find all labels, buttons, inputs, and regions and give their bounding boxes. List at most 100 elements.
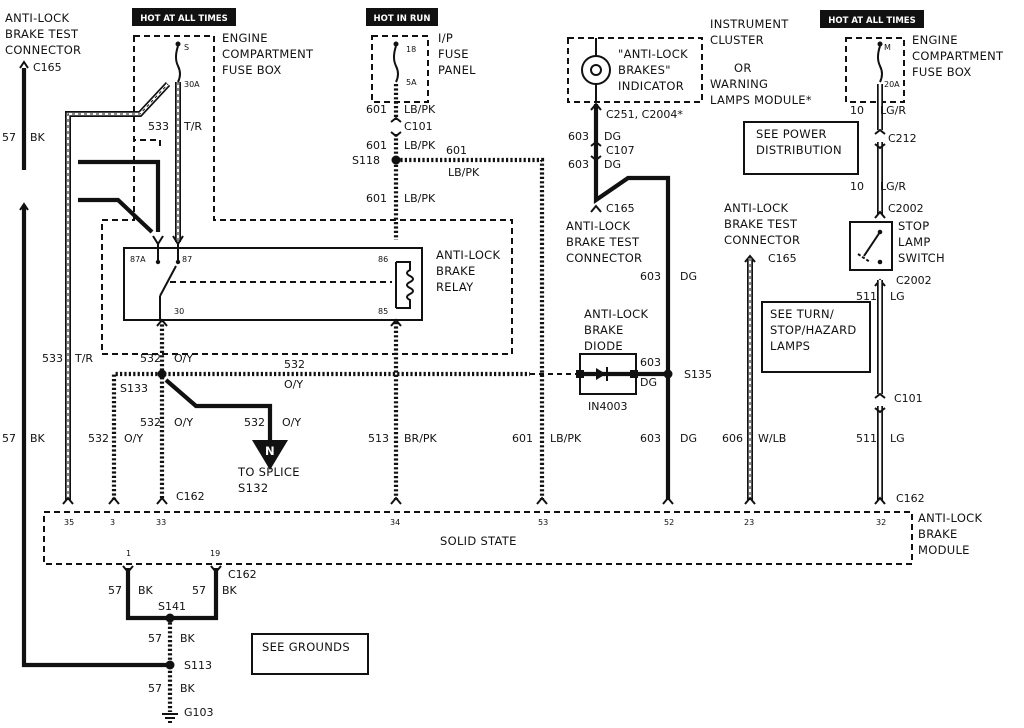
wire-label-511-lg-2: 511 LG (856, 432, 905, 445)
svg-text:BK: BK (30, 432, 46, 445)
svg-text:1: 1 (126, 549, 131, 558)
svg-text:LB/PK: LB/PK (404, 139, 436, 152)
c101-top-label: C101 (404, 120, 433, 133)
wire-label-57-bk-g3: 57 BK (148, 632, 196, 645)
svg-text:19: 19 (210, 549, 220, 558)
svg-text:INSTRUMENT: INSTRUMENT (710, 17, 789, 31)
wire-label-532-oy-5: 532 O/Y (88, 432, 143, 445)
svg-text:35: 35 (64, 518, 74, 527)
svg-text:33: 33 (156, 518, 166, 527)
svg-text:BRAKE TEST: BRAKE TEST (5, 27, 79, 41)
abs-diode-label: ANTI-LOCK BRAKE DIODE (584, 307, 649, 353)
stop-lamp-switch-label: STOP LAMP SWITCH (898, 219, 945, 265)
svg-text:SEE POWER: SEE POWER (756, 127, 827, 141)
wire-label-603-dg-5: 603 DG (640, 432, 697, 445)
header-hot-at-all-times-left: HOT AT ALL TIMES (132, 8, 236, 26)
header-hot-in-run: HOT IN RUN (366, 8, 438, 26)
wire-label-10-lgr-1: 10 LG/R (850, 104, 906, 117)
c165-mid-connector-icon (590, 204, 602, 213)
svg-text:20A: 20A (884, 80, 900, 89)
s113-splice-dot (165, 660, 175, 670)
svg-text:87: 87 (182, 255, 192, 264)
svg-text:LAMP: LAMP (898, 235, 931, 249)
svg-text:53: 53 (538, 518, 548, 527)
svg-text:BRAKE: BRAKE (918, 527, 958, 541)
svg-text:BK: BK (180, 632, 196, 645)
abs-indicator-label: "ANTI-LOCK BRAKES" INDICATOR (618, 47, 688, 93)
wire-label-57-bk-mid: 57 BK (2, 432, 46, 445)
wire-label-606-wlb: 606 W/LB (722, 432, 786, 445)
see-power-distribution-box[interactable] (743, 121, 859, 175)
wire-57-bk-to-s113 (21, 205, 168, 668)
c251-c2004-label: C251, C2004* (606, 108, 683, 121)
svg-text:ENGINE: ENGINE (912, 33, 958, 47)
svg-text:5A: 5A (406, 78, 417, 87)
c101-right-connector-icon (874, 392, 886, 414)
svg-text:FUSE: FUSE (438, 47, 469, 61)
abs-relay-box (123, 247, 423, 321)
svg-text:DISTRIBUTION: DISTRIBUTION (756, 143, 842, 157)
wire-label-57-bk-g4: 57 BK (148, 682, 196, 695)
abs-module-outline (43, 511, 913, 565)
svg-text:PANEL: PANEL (438, 63, 476, 77)
c2002-top-label: C2002 (888, 202, 924, 215)
relay-pin-30-connector-icon (156, 318, 168, 327)
svg-text:10: 10 (850, 180, 864, 193)
svg-text:HOT IN RUN: HOT IN RUN (374, 14, 431, 24)
wire-label-601-lbpk-5: 601 LB/PK (512, 432, 582, 445)
wire-label-57-bk-top: 57 BK (2, 131, 46, 144)
svg-text:CONNECTOR: CONNECTOR (724, 233, 800, 247)
splice-n-triangle (252, 440, 288, 470)
see-turn-stop-hazard-box[interactable] (761, 301, 871, 373)
wire-label-603-dg-1: 603 DG (568, 130, 621, 143)
c162-connector-tips (62, 496, 886, 505)
splice-n-label: N (265, 444, 275, 458)
svg-text:LG/R: LG/R (880, 104, 906, 117)
svg-text:BK: BK (138, 584, 154, 597)
svg-text:LB/PK: LB/PK (404, 192, 436, 205)
wire-label-532-oy-2: 532 O/Y (284, 358, 305, 391)
svg-text:532: 532 (88, 432, 109, 445)
svg-text:57: 57 (148, 632, 162, 645)
s133-splice-dot (157, 369, 167, 379)
c2002-top-connector-icon (874, 210, 886, 219)
svg-text:CONNECTOR: CONNECTOR (5, 43, 81, 57)
abs-module-label: ANTI-LOCK BRAKE MODULE (918, 511, 982, 557)
fuse-20a-right: M 20A (877, 41, 900, 89)
svg-text:30A: 30A (184, 80, 200, 89)
wire-533-tr (65, 81, 181, 500)
svg-text:601: 601 (446, 144, 467, 157)
s133-label: S133 (120, 382, 148, 395)
wire-label-532-oy-3: 532 O/Y (140, 416, 193, 429)
svg-text:LB/PK: LB/PK (448, 166, 480, 179)
svg-text:533: 533 (148, 120, 169, 133)
s141-splice-dot (165, 613, 175, 623)
wire-label-601-lbpk-1: 601 LB/PK (366, 103, 436, 116)
svg-text:603: 603 (640, 356, 661, 369)
svg-text:ENGINE: ENGINE (222, 31, 268, 45)
ground-symbol-icon (162, 713, 178, 723)
diode-part-label: IN4003 (588, 400, 627, 413)
svg-text:S132: S132 (238, 481, 268, 495)
s118-label: S118 (352, 154, 380, 167)
stop-lamp-switch-icon (857, 229, 883, 265)
c162-right-label: C162 (896, 492, 925, 505)
wire-57-bk-relay-feed (78, 159, 161, 232)
relay-pin-87-connector-icon (172, 235, 184, 246)
svg-text:T/R: T/R (74, 352, 93, 365)
s113-label: S113 (184, 659, 212, 672)
c165-left-label: C165 (33, 61, 62, 74)
svg-text:LG/R: LG/R (880, 180, 906, 193)
c101-right-label: C101 (894, 392, 923, 405)
wire-label-601-lbpk-3: 601 LB/PK (366, 192, 436, 205)
svg-text:BRAKES": BRAKES" (618, 63, 671, 77)
svg-text:601: 601 (512, 432, 533, 445)
wire-label-532-oy-4: 532 O/Y (244, 416, 301, 429)
svg-text:INDICATOR: INDICATOR (618, 79, 684, 93)
svg-text:57: 57 (148, 682, 162, 695)
svg-text:STOP: STOP (898, 219, 930, 233)
see-grounds-box[interactable] (251, 633, 369, 675)
svg-text:86: 86 (378, 255, 388, 264)
svg-text:ANTI-LOCK: ANTI-LOCK (584, 307, 649, 321)
